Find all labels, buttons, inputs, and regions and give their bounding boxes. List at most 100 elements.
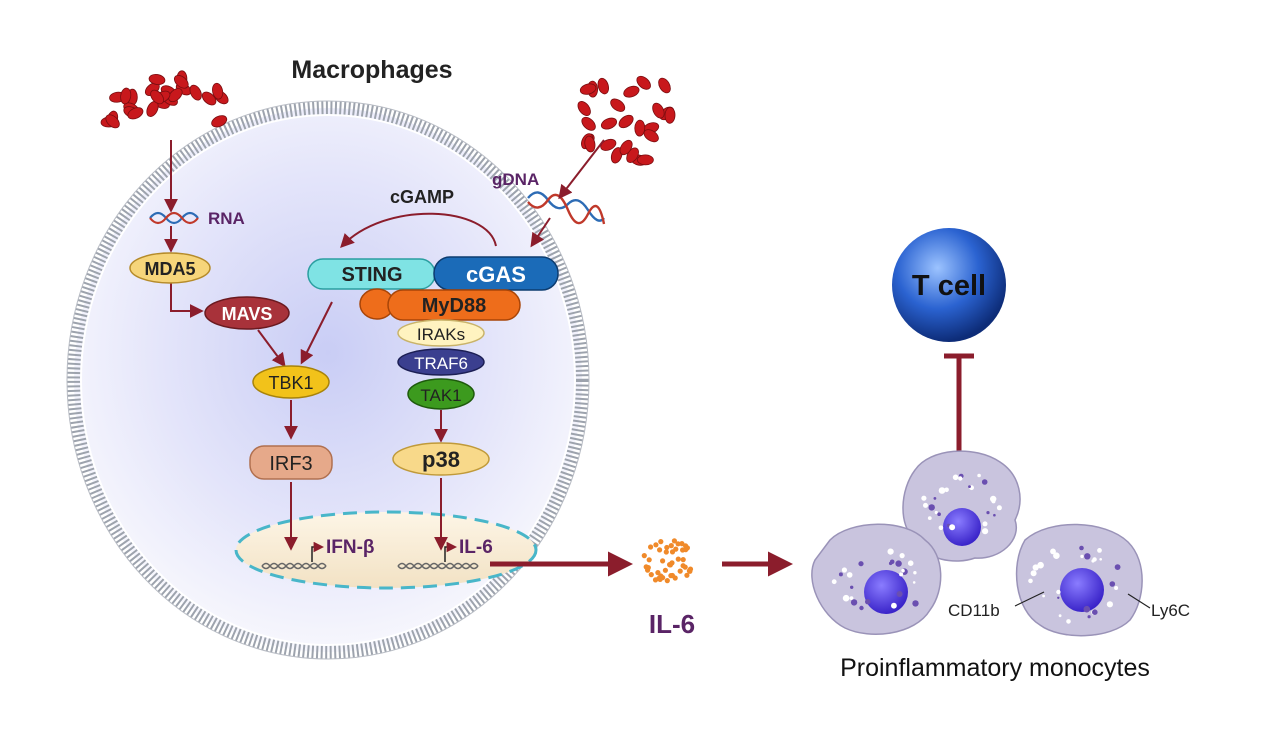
granule (850, 599, 858, 606)
granule (1106, 601, 1113, 608)
cgamp-label: cGAMP (390, 187, 454, 207)
granule (1087, 615, 1091, 619)
bacterium (189, 84, 202, 101)
granule (1028, 578, 1033, 584)
granule (1050, 548, 1056, 555)
granule (841, 567, 848, 573)
granule (865, 599, 871, 605)
node-iraks: IRAKs (397, 319, 485, 347)
granule (889, 559, 895, 565)
granule (1099, 558, 1102, 561)
granule (934, 510, 938, 515)
bacterium (600, 117, 618, 130)
granule (912, 581, 916, 584)
granule (1114, 586, 1119, 590)
bacterium (579, 83, 597, 95)
pathway-arrows (164, 139, 605, 551)
bacterium (637, 154, 654, 166)
granule (1053, 552, 1060, 559)
bacterium (212, 82, 224, 100)
monocyte-right (1015, 523, 1143, 637)
bacterium (664, 106, 676, 124)
granule (1092, 557, 1097, 562)
monocyte-left (811, 523, 942, 635)
bacterium (610, 98, 626, 112)
inhibition-arrow (944, 353, 974, 452)
granule (891, 602, 897, 609)
granule (887, 548, 894, 555)
granule (1079, 545, 1084, 551)
granule (913, 571, 917, 575)
ly6c-pointer (1127, 593, 1151, 609)
granule (923, 502, 928, 508)
granule (968, 485, 971, 488)
granule (842, 594, 850, 602)
granule (1114, 564, 1121, 570)
il6-dot (648, 544, 654, 550)
granule (1084, 553, 1091, 560)
il6-dot (658, 539, 664, 545)
il6-dot (684, 545, 691, 551)
bacterium (120, 87, 132, 105)
il6-dot (675, 556, 681, 562)
granule (895, 560, 902, 567)
granule (831, 579, 837, 585)
granule (944, 487, 949, 493)
gene-label-il6: IL-6 (459, 537, 493, 558)
il6-dot (687, 568, 693, 574)
bacterium (619, 139, 633, 156)
granule (938, 487, 946, 494)
granule (859, 605, 864, 611)
bacterium (623, 85, 640, 98)
bacterium (584, 135, 596, 153)
granule (982, 528, 989, 535)
granule (850, 585, 854, 589)
granule (1092, 609, 1098, 615)
granule (938, 525, 944, 531)
granule (991, 499, 996, 504)
bacterium (600, 138, 617, 151)
granule (849, 596, 854, 600)
node-tak1: TAK1 (407, 378, 475, 410)
t-cell: T cell (892, 228, 1006, 342)
il6-dot (677, 568, 683, 574)
node-sting: STING (307, 258, 436, 290)
granule (912, 600, 919, 607)
node-myd88: MyD88 (359, 288, 521, 321)
bacterium (636, 75, 651, 90)
monocytes-label: Proinflammatory monocytes (840, 654, 1150, 682)
il6-dot (682, 564, 688, 570)
bacterium (652, 102, 665, 119)
il6-dot (672, 575, 678, 581)
bacterium (105, 114, 120, 129)
bacterium (148, 74, 166, 85)
il6-secreted-label: IL-6 (649, 609, 695, 639)
t-cell-label: T cell (912, 270, 986, 302)
granule (1066, 619, 1071, 624)
svg-text:MDA5: MDA5 (144, 259, 195, 279)
svg-text:TAK1: TAK1 (420, 386, 461, 405)
granule (1042, 594, 1045, 598)
granule (849, 574, 852, 578)
il6-dot (652, 577, 659, 583)
svg-text:MyD88: MyD88 (422, 295, 486, 317)
svg-text:IRAKs: IRAKs (417, 325, 465, 344)
granule (921, 495, 927, 501)
il6-dot (679, 541, 685, 547)
bacterium (211, 115, 228, 128)
cd11b-label: CD11b (948, 601, 1000, 620)
granule (1058, 614, 1062, 618)
granule (907, 560, 914, 566)
granule (928, 504, 935, 511)
granule (996, 505, 1002, 511)
svg-text:cGAS: cGAS (466, 262, 526, 287)
il6-dot (643, 564, 649, 570)
svg-text:STING: STING (341, 264, 402, 286)
il6-dot (655, 570, 661, 576)
cd11b-pointer (1014, 591, 1045, 607)
il6-dot (680, 547, 686, 553)
bacterium (201, 91, 217, 106)
il6-dot (684, 572, 690, 578)
granule (982, 521, 988, 527)
